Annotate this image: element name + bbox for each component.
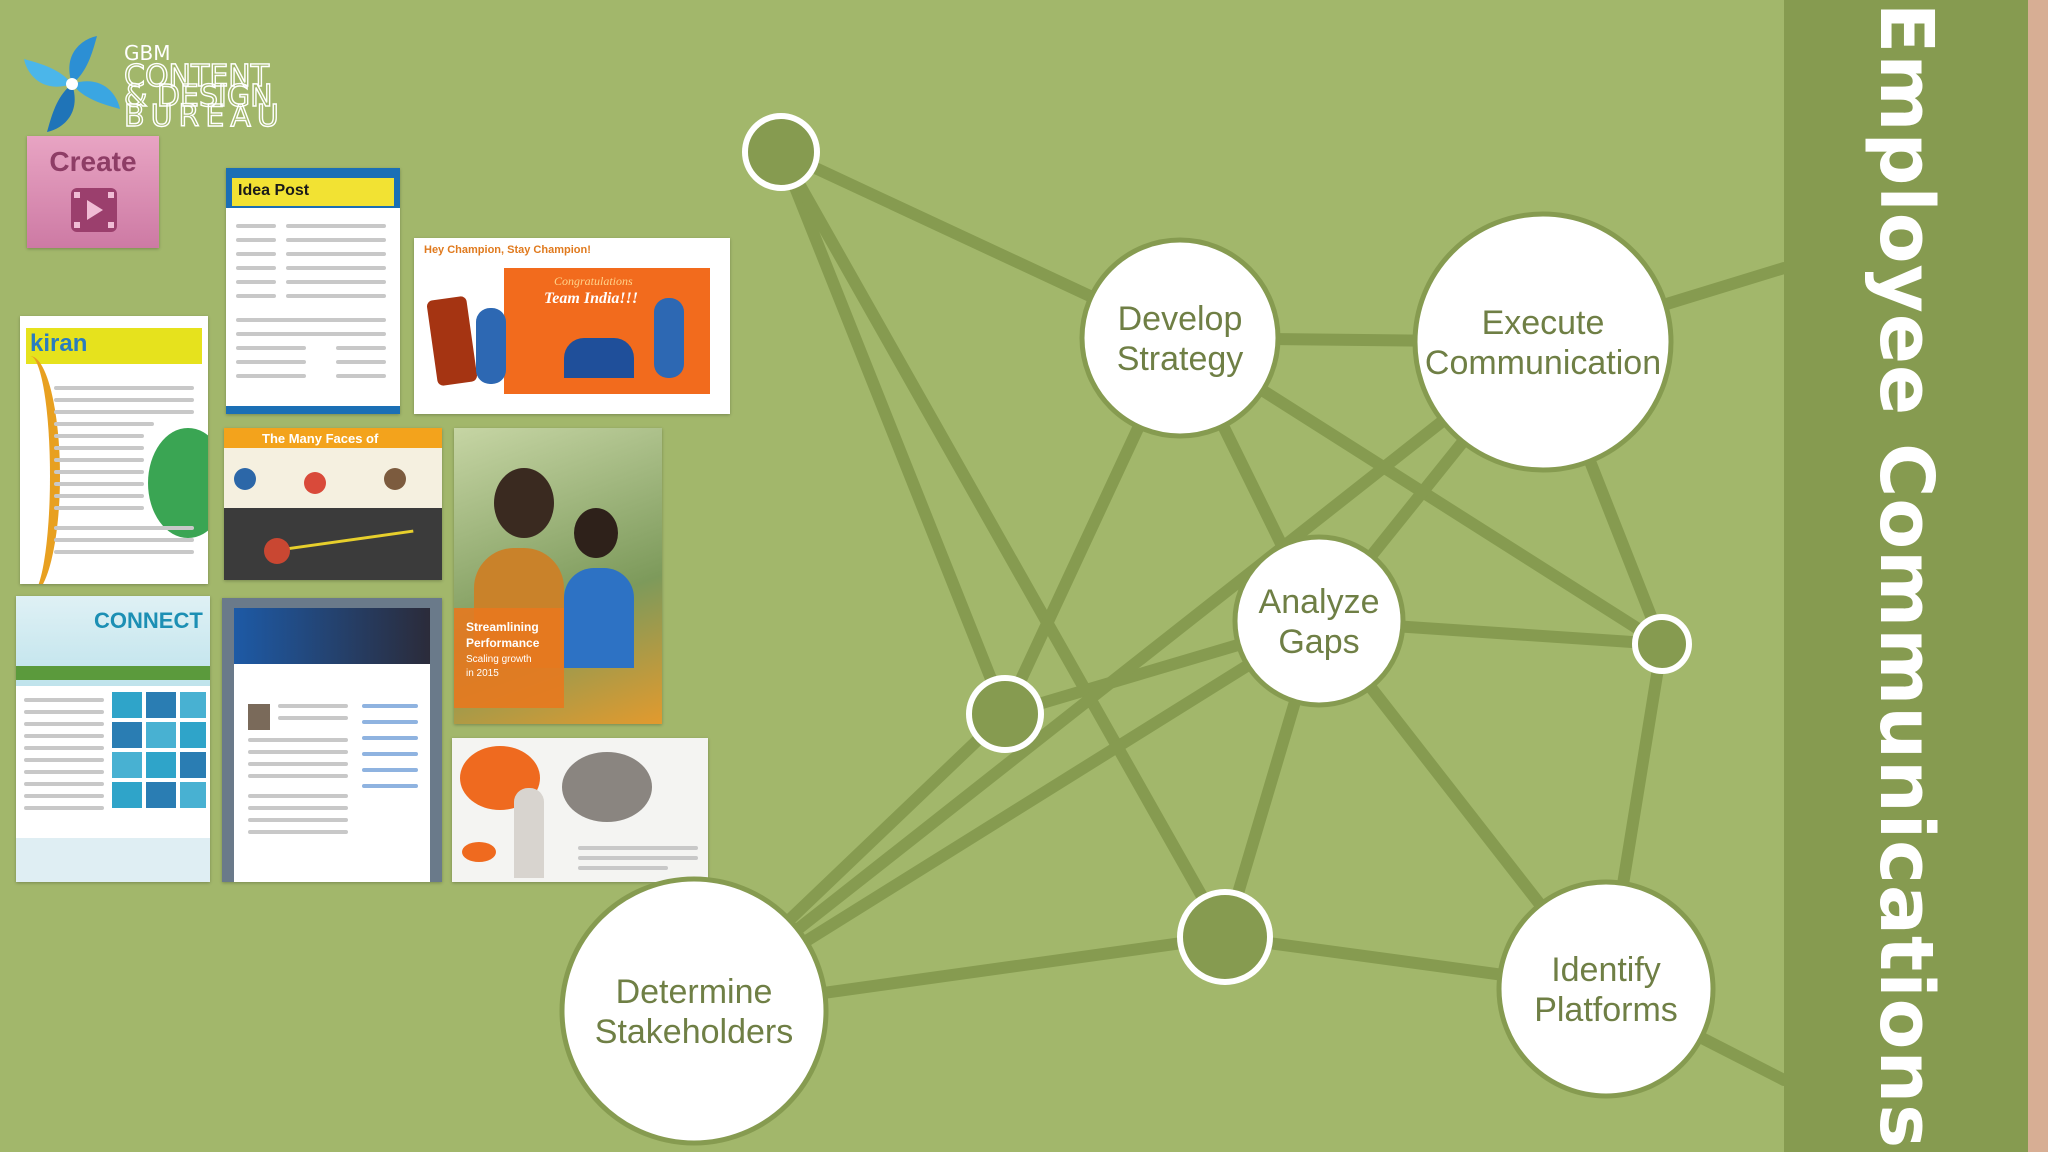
junction-dot	[1180, 892, 1270, 982]
node-circle	[1415, 214, 1671, 470]
node-label: Identify	[1551, 951, 1661, 989]
node-label: Strategy	[1117, 340, 1244, 378]
junction-dot	[969, 678, 1041, 750]
node-circle	[1235, 537, 1403, 705]
node-label: Gaps	[1278, 623, 1359, 661]
node-label: Execute	[1482, 304, 1605, 342]
node-label: Analyze	[1259, 583, 1380, 621]
node-label: Communication	[1425, 344, 1661, 382]
node-circle	[1499, 882, 1713, 1096]
node-label: Stakeholders	[595, 1013, 793, 1051]
node-circle	[562, 879, 826, 1143]
node-circle	[1082, 240, 1278, 436]
connector-line	[694, 342, 1543, 1011]
junction-dot	[745, 116, 817, 188]
node-label: Determine	[616, 973, 773, 1011]
junction-dot	[1635, 617, 1689, 671]
node-label: Develop	[1118, 300, 1243, 338]
node-label: Platforms	[1534, 991, 1678, 1029]
